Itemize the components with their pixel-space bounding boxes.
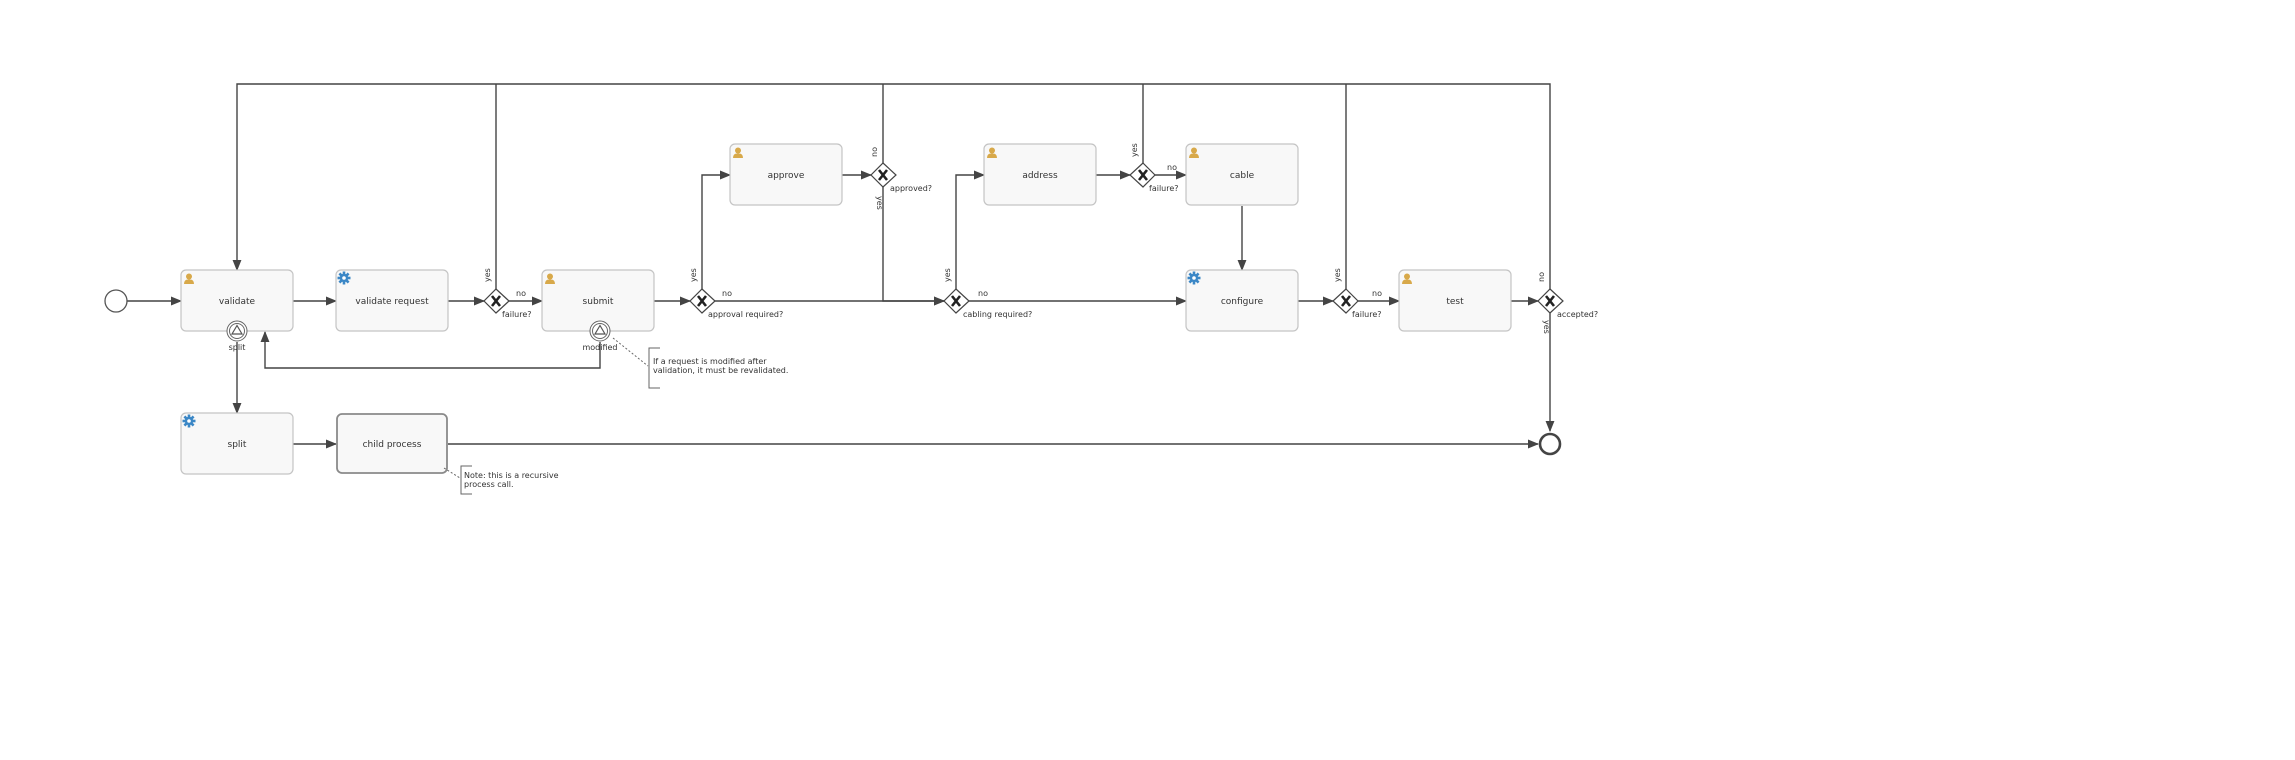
- task-configure[interactable]: configure: [1185, 269, 1299, 332]
- task-cable[interactable]: cable: [1185, 143, 1299, 206]
- gateway-label: accepted?: [1557, 310, 1598, 319]
- boundary-label: modified: [582, 343, 617, 352]
- gateway-label: failure?: [1149, 184, 1179, 193]
- gateway-failure-1[interactable]: failure?: [483, 288, 532, 319]
- task-label: split: [228, 440, 247, 450]
- edge-labels: no yes no yes no yes no yes no yes no ye…: [483, 143, 1551, 334]
- task-label: validate: [219, 297, 256, 307]
- edge-label-yes: yes: [483, 268, 492, 282]
- signal-icon: [593, 324, 607, 335]
- boundary-label: split: [229, 343, 246, 352]
- gateway-label: approved?: [890, 184, 932, 193]
- edge-label-no: no: [722, 289, 732, 298]
- task-label: validate request: [355, 297, 429, 307]
- task-address[interactable]: address: [983, 143, 1097, 206]
- gear-icon: [337, 271, 351, 285]
- exclusive-x-icon: [696, 295, 708, 307]
- signal-icon: [230, 324, 244, 335]
- edge-label-yes: yes: [1542, 320, 1551, 334]
- task-label: cable: [1230, 171, 1255, 181]
- annotation-text-line: process call.: [464, 480, 514, 489]
- task-label: configure: [1221, 297, 1264, 307]
- flow-loop-back-to-validate[interactable]: [232, 83, 1551, 289]
- edge-label-yes: yes: [875, 196, 884, 210]
- task-split[interactable]: split: [180, 412, 294, 475]
- exclusive-x-icon: [950, 295, 962, 307]
- annotation-text-line: validation, it must be revalidated.: [653, 366, 788, 375]
- exclusive-x-icon: [1137, 169, 1149, 181]
- task-label: approve: [768, 171, 805, 181]
- edge-label-no: no: [516, 289, 526, 298]
- end-event[interactable]: [1538, 432, 1562, 456]
- gateway-approved[interactable]: approved?: [870, 162, 932, 193]
- exclusive-x-icon: [877, 169, 889, 181]
- edge-label-yes: yes: [689, 268, 698, 282]
- gateway-label: failure?: [1352, 310, 1382, 319]
- task-label: address: [1022, 171, 1058, 181]
- flow-approved-yes-to-cabling-gateway[interactable]: [882, 187, 946, 306]
- gateway-label: approval required?: [708, 310, 783, 319]
- gateway-label: failure?: [502, 310, 532, 319]
- gateway-failure-3[interactable]: failure?: [1332, 288, 1382, 319]
- gateway-failure-2[interactable]: failure?: [1129, 162, 1179, 193]
- boundary-event-split[interactable]: split: [226, 320, 248, 352]
- gateway-cabling-required[interactable]: cabling required?: [943, 288, 1032, 319]
- gateway-approval-required[interactable]: approval required?: [689, 288, 783, 319]
- task-label: child process: [363, 440, 422, 450]
- exclusive-x-icon: [1340, 295, 1352, 307]
- boundary-event-modified[interactable]: modified: [582, 320, 618, 352]
- annotation-revalidate: If a request is modified after validatio…: [612, 337, 788, 389]
- task-label: test: [1446, 297, 1464, 307]
- edge-label-yes: yes: [1130, 143, 1139, 157]
- sequence-flows: [127, 83, 1555, 449]
- gear-icon: [1187, 271, 1201, 285]
- task-validate-request[interactable]: validate request: [335, 269, 449, 332]
- task-test[interactable]: test: [1398, 269, 1512, 332]
- exclusive-x-icon: [1544, 295, 1556, 307]
- edge-label-yes: yes: [1333, 268, 1342, 282]
- edge-label-yes: yes: [943, 268, 952, 282]
- call-activity-child-process[interactable]: child process: [336, 413, 448, 474]
- edge-label-no: no: [978, 289, 988, 298]
- annotation-text-line: If a request is modified after: [653, 357, 767, 366]
- flow-approval-yes-to-approve[interactable]: [701, 170, 732, 289]
- flow-cabling-yes-to-address[interactable]: [955, 170, 986, 289]
- task-validate[interactable]: validate: [180, 269, 294, 332]
- edge-label-no: no: [1167, 163, 1177, 172]
- edge-label-no: no: [1372, 289, 1382, 298]
- edge-label-no: no: [870, 147, 879, 157]
- edge-label-no: no: [1537, 272, 1546, 282]
- flow-modified-back-to-validate[interactable]: [260, 330, 601, 369]
- gateway-label: cabling required?: [963, 310, 1032, 319]
- gear-icon: [182, 414, 196, 428]
- task-label: submit: [583, 297, 614, 307]
- exclusive-x-icon: [490, 295, 502, 307]
- gateway-accepted[interactable]: accepted?: [1537, 288, 1598, 319]
- start-event[interactable]: [104, 289, 128, 313]
- annotation-recursive: Note: this is a recursive process call.: [443, 465, 559, 495]
- task-approve[interactable]: approve: [729, 143, 843, 206]
- annotation-text-line: Note: this is a recursive: [464, 471, 559, 480]
